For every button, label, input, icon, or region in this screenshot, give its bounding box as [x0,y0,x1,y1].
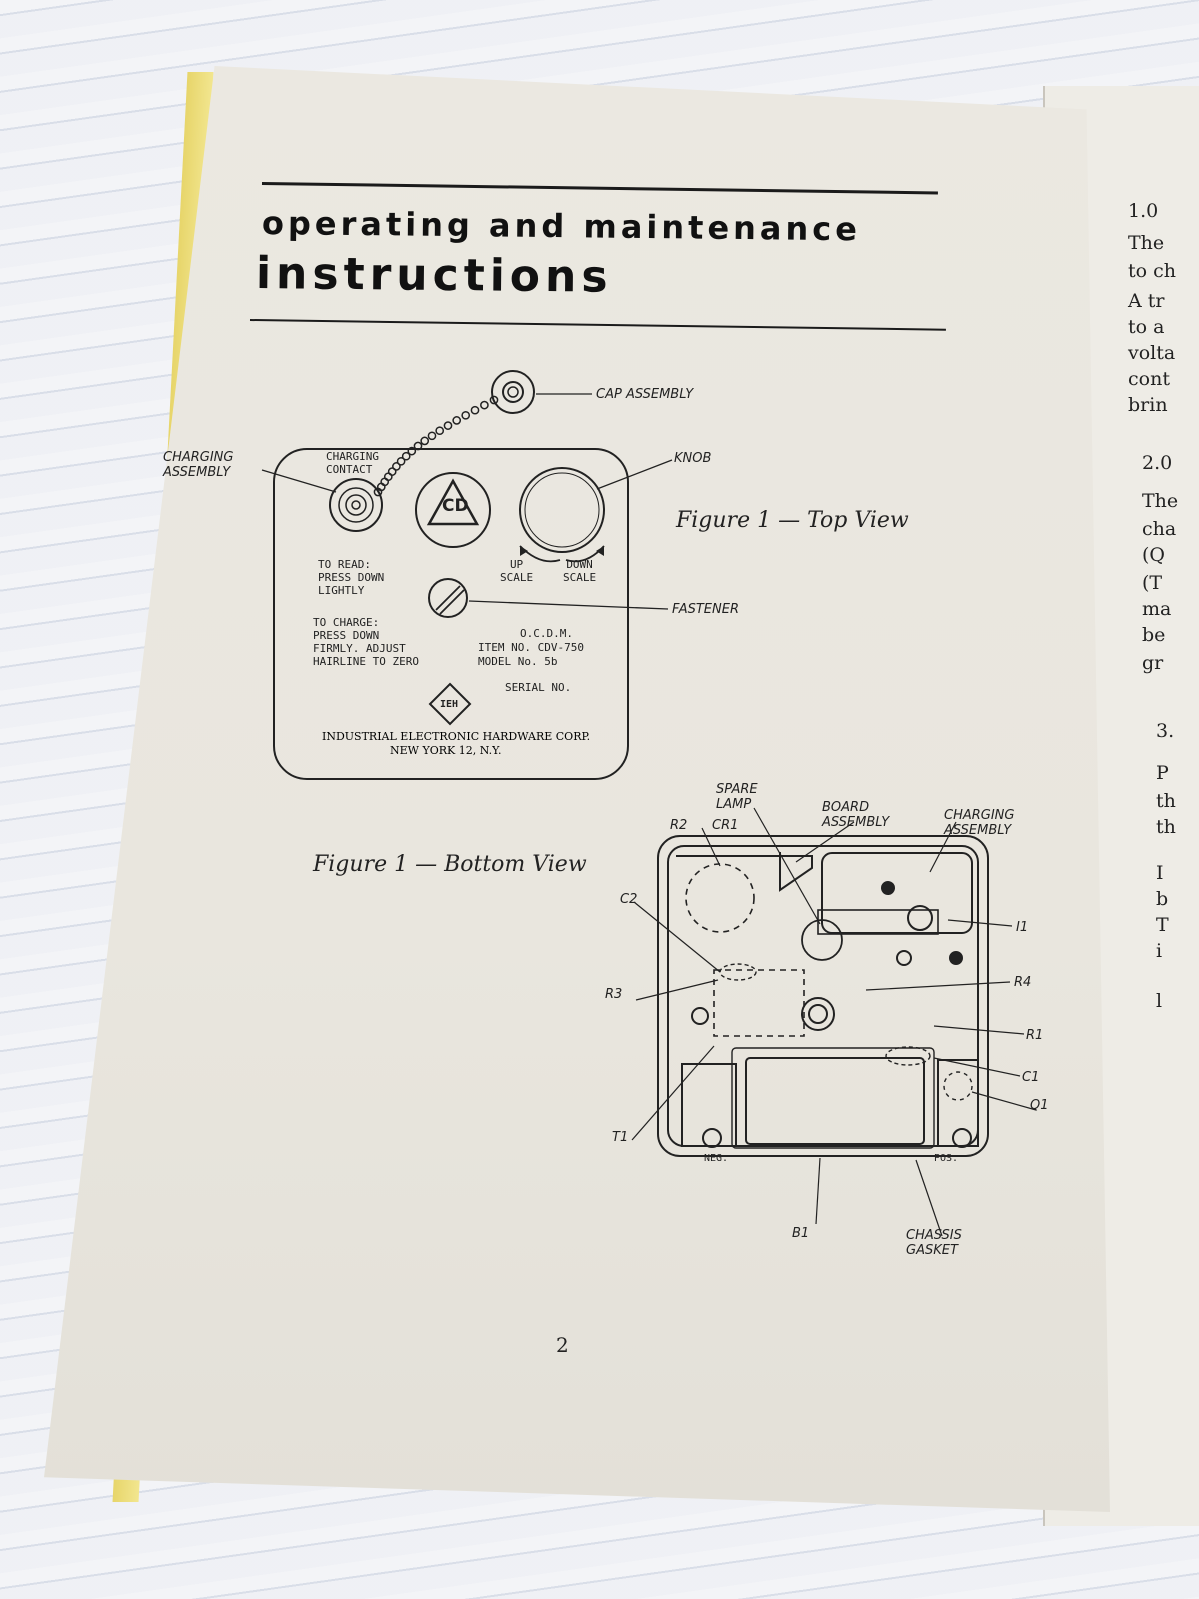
callout-fastener: FASTENER [672,602,739,617]
chain-bead [480,400,489,410]
right-page-fragment: cont [1128,368,1170,390]
manufacturer-name: INDUSTRIAL ELECTRONIC HARDWARE CORP. [322,730,591,743]
knob-drawing [519,467,605,563]
bead-chain [373,395,499,497]
right-page-fragment: cha [1142,518,1177,540]
fastener-drawing [428,578,468,618]
chain-bead [443,421,453,430]
page-number: 2 [556,1333,569,1357]
up-scale-label: UP SCALE [500,558,534,584]
right-page-fragment: T [1156,914,1169,936]
callout-c2: C2 [620,892,638,907]
callout-r1: R1 [1026,1028,1044,1043]
model-number: MODEL No. 5b [478,655,558,668]
callout-t1: T1 [612,1130,629,1145]
callout-cr1: CR1 [712,818,739,833]
chain-bead [373,487,383,497]
right-page-fragment: th [1156,790,1176,812]
chain-bead [470,405,480,415]
callout-knob: KNOB [674,451,712,466]
chain-bead [489,395,499,405]
right-page-fragment: The [1142,490,1179,512]
right-page-fragment: be [1142,624,1166,646]
negative-terminal-label: NEG. [704,1153,729,1164]
chain-bead [392,462,401,471]
top-view-leaders [261,393,673,610]
right-page-fragment: 1.0 [1128,200,1159,222]
chain-bead [401,451,411,461]
right-page-fragment: ma [1142,598,1172,620]
charge-instructions: TO CHARGE: PRESS DOWN FIRMLY. ADJUST HAI… [313,616,419,668]
callout-b1: B1 [792,1226,810,1241]
chain-bead [396,456,406,466]
right-page-fragment: volta [1128,342,1176,364]
chain-bead [435,426,445,436]
right-page-fragment: The [1128,232,1165,254]
chain-bead [413,441,423,451]
right-page-fragment: 2.0 [1142,452,1173,474]
ieh-logo-text: IEH [440,699,459,710]
chain-bead [461,410,471,420]
callout-r2: R2 [670,818,688,833]
right-page-fragment: (Q [1142,544,1165,566]
right-page-fragment: brin [1128,394,1168,416]
top-view-caption: Figure 1 — Top View [676,508,909,533]
callout-charging-assembly-bottom: CHARGING ASSEMBLY [944,808,1015,838]
chain-bead [407,446,417,456]
callout-spare-lamp: SPARE LAMP [716,782,758,812]
left-page [44,66,1110,1512]
cd-logo-text: CD [442,496,469,516]
chain-bead [427,431,437,441]
charging-contact-drawing [329,478,383,532]
top-view-panel [273,448,629,780]
callout-chassis-gasket: CHASSIS GASKET [906,1228,962,1258]
callout-i1: I1 [1016,920,1029,935]
right-page-fragment: gr [1142,652,1164,674]
chain-bead [420,436,430,446]
item-number: ITEM NO. CDV-750 [478,641,584,654]
callout-r3: R3 [605,987,623,1002]
cap-assembly-drawing [491,370,535,414]
callout-board-assembly: BOARD ASSEMBLY [822,800,890,830]
serial-number-label: SERIAL NO. [505,681,572,694]
right-page-fragment: l [1156,990,1163,1012]
right-page-fragment: b [1156,888,1169,910]
right-page-fragment: (T [1142,572,1163,594]
down-scale-label: DOWN SCALE [563,558,597,584]
read-instructions: TO READ: PRESS DOWN LIGHTLY [318,558,385,597]
right-page-fragment: i [1156,940,1163,962]
callout-c1: C1 [1022,1070,1040,1085]
callout-charging-assembly-top: CHARGING ASSEMBLY [163,450,234,480]
charging-contact-label: CHARGING CONTACT [326,450,379,476]
callout-q1: Q1 [1030,1098,1049,1113]
right-page-fragment: to ch [1128,260,1176,282]
right-page-fragment: P [1156,762,1169,784]
ieh-logo-drawing [428,682,472,726]
manufacturer-city: NEW YORK 12, N.Y. [390,744,502,757]
right-page-fragment: I [1156,862,1164,884]
right-page-fragment: A tr [1128,290,1165,312]
cd-logo-drawing [415,472,491,548]
callout-r4: R4 [1014,975,1032,990]
right-page-fragment: 3. [1156,720,1175,742]
right-page-fragment: to a [1128,316,1165,338]
ocdm-label: O.C.D.M. [520,627,573,640]
positive-terminal-label: POS. [934,1153,959,1164]
callout-cap-assembly: CAP ASSEMBLY [596,387,694,402]
right-page-fragment: th [1156,816,1176,838]
chain-bead [452,416,462,425]
bottom-view-caption: Figure 1 — Bottom View [313,852,587,877]
